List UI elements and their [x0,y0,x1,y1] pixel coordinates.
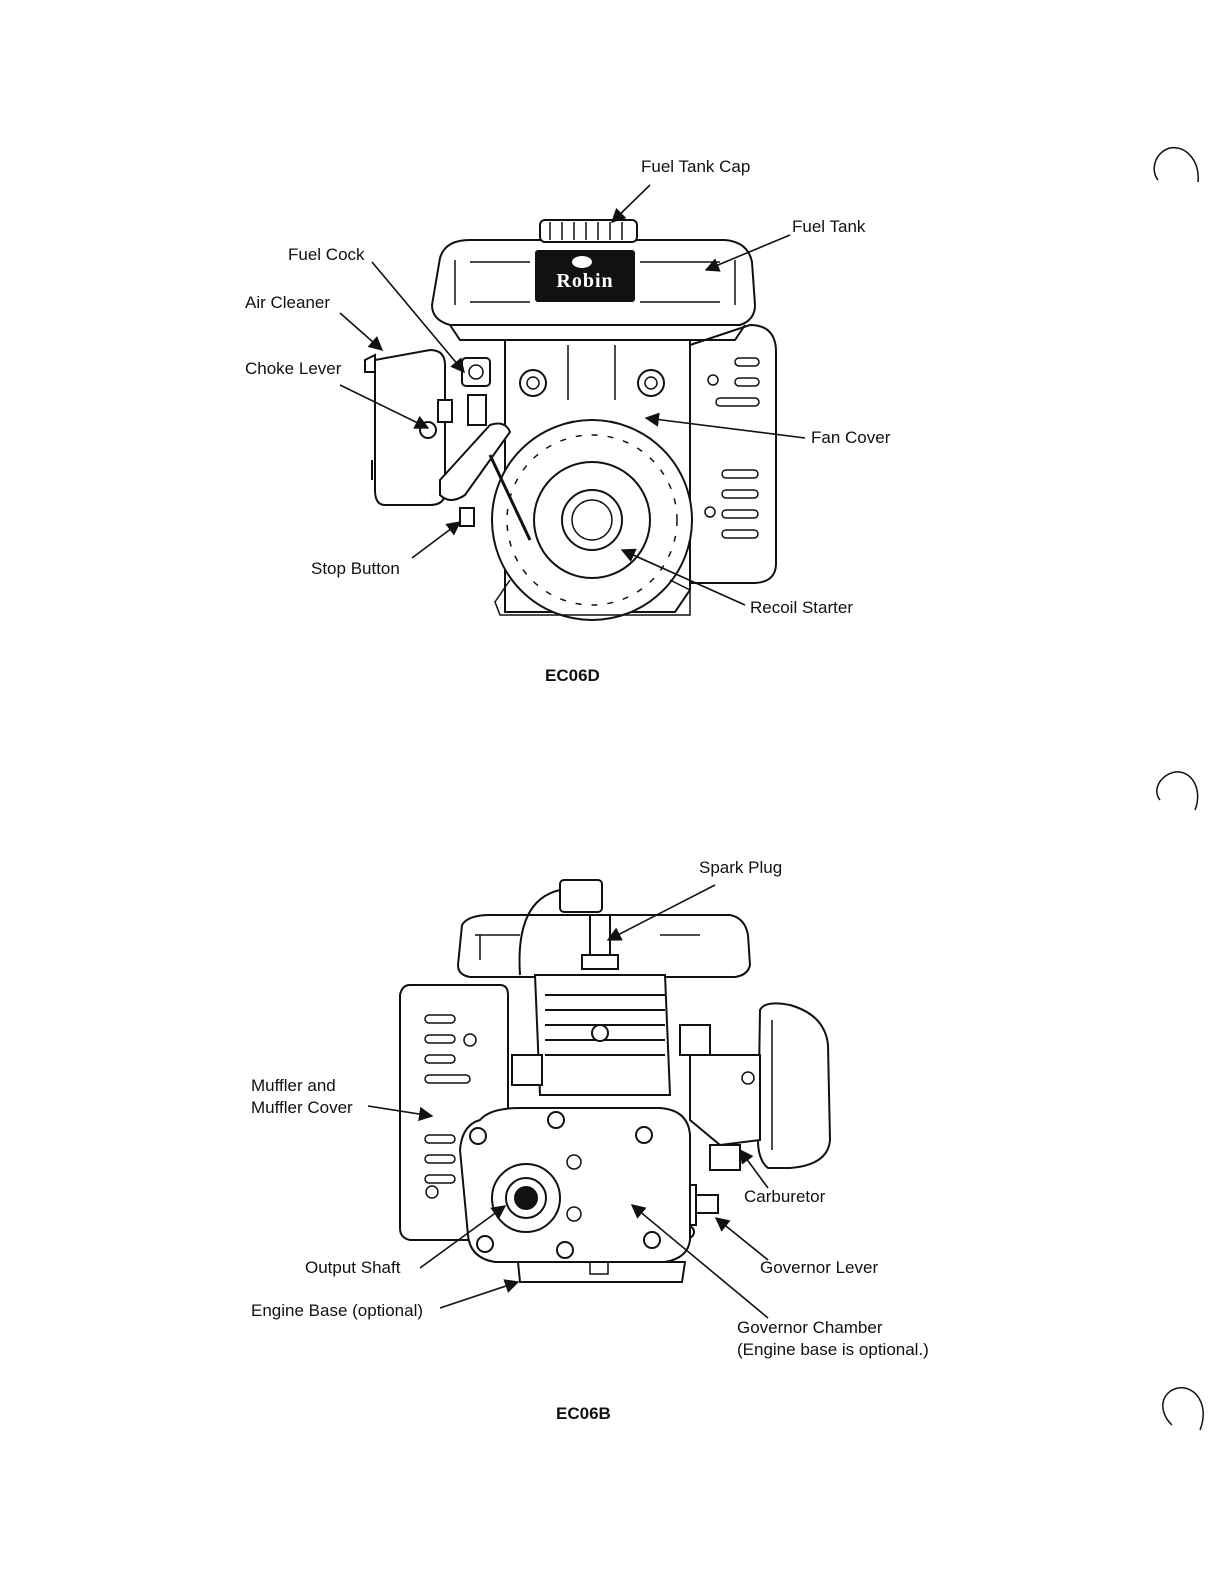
binder-hole-top [1154,148,1198,182]
binder-hole-middle [1157,772,1198,810]
leader-stop-button [412,522,460,558]
cylinder-shape [512,975,670,1095]
label-fuel-tank: Fuel Tank [792,216,865,238]
binder-hole-bottom [1163,1388,1203,1430]
label-fan-cover: Fan Cover [811,427,890,449]
leader-air-cleaner [340,313,382,350]
leader-fuel-tank-cap [612,185,650,222]
label-air-cleaner: Air Cleaner [245,292,330,314]
leader-engine-base [440,1282,518,1308]
stop-button-shape [460,508,474,526]
label-fuel-tank-cap: Fuel Tank Cap [641,156,750,178]
fuel-tank-cap-shape [540,220,637,242]
leader-governor-lever [716,1218,768,1260]
label-spark-plug: Spark Plug [699,857,782,879]
label-muffler-line2: Muffler Cover [251,1097,353,1119]
label-muffler-line1: Muffler and [251,1075,336,1097]
label-governor-chamber-line1: Governor Chamber [737,1317,883,1339]
fuel-cock-shape [462,358,490,425]
figure-caption-top: EC06D [545,666,600,686]
label-stop-button: Stop Button [311,558,400,580]
label-choke-lever: Choke Lever [245,358,341,380]
carburetor-shape [680,1025,760,1170]
robin-logo-text: Robin [545,270,625,293]
fan-cover-shape [690,325,776,583]
label-carburetor: Carburetor [744,1186,825,1208]
label-fuel-cock: Fuel Cock [288,244,365,266]
label-governor-lever: Governor Lever [760,1257,878,1279]
label-engine-base: Engine Base (optional) [251,1300,423,1322]
air-cleaner-rear-shape [758,1003,830,1168]
figure-caption-bottom: EC06B [556,1404,611,1424]
label-recoil-starter: Recoil Starter [750,597,853,619]
output-shaft-shape [492,1164,560,1232]
engine-base-shape [518,1262,685,1282]
label-output-shaft: Output Shaft [305,1257,400,1279]
label-governor-chamber-line2: (Engine base is optional.) [737,1339,929,1361]
